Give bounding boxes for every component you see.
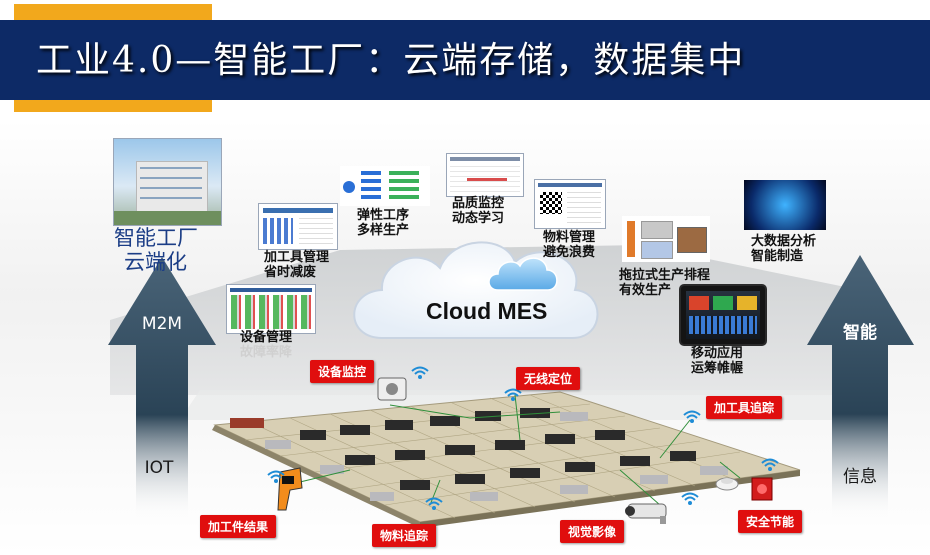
wifi-icon — [411, 366, 429, 379]
wifi-icon — [425, 497, 443, 510]
tag-tool-tracking: 加工具追踪 — [706, 396, 783, 419]
smart-factory-caption-line: 云端化 — [124, 250, 187, 274]
flex-label: 弹性工序多样生产 — [357, 208, 409, 238]
module-line: 拖拉式生产排程 — [619, 268, 711, 283]
intelligence-label: 智能 — [843, 323, 877, 343]
module-line: 弹性工序 — [357, 208, 410, 223]
tag-workpiece-result: 加工件结果 — [200, 515, 277, 538]
pull-label: 拖拉式生产排程有效生产 — [619, 268, 710, 298]
wifi-icon — [761, 458, 779, 471]
module-line: 避免浪费 — [543, 245, 596, 260]
tag-material-tracking: 物料追踪 — [372, 524, 437, 547]
module-line: 移动应用 — [691, 346, 744, 361]
alarm-icon — [751, 477, 773, 501]
left-arrow — [108, 257, 216, 520]
module-line: 物料管理 — [543, 230, 596, 245]
tablet-icon — [679, 284, 767, 346]
mobile-label: 移动应用运筹帷幄 — [691, 346, 743, 376]
module-line: 设备管理 — [240, 330, 293, 345]
brain-network-image — [744, 180, 826, 230]
pull-schedule-diagram — [622, 216, 710, 262]
tag-equipment-monitor: 设备监控 — [310, 360, 375, 383]
quality-screenshot — [446, 153, 524, 197]
tag-vision: 视觉影像 — [560, 520, 625, 543]
building-photo — [113, 138, 222, 226]
flex-process-screenshot — [340, 166, 430, 206]
quality-label: 品质监控动态学习 — [452, 196, 504, 226]
small-cloud-icon — [488, 257, 558, 291]
module-line: 大数据分析 — [751, 234, 817, 249]
module-line: 动态学习 — [452, 211, 505, 226]
module-line: 多样生产 — [357, 223, 410, 238]
equipment-label: 设备管理故障率降 — [240, 330, 292, 360]
module-line: 故障率降 — [240, 345, 293, 360]
tag-wireless-positioning: 无线定位 — [516, 367, 581, 390]
module-line: 运筹帷幄 — [691, 361, 744, 376]
wifi-icon — [504, 388, 522, 401]
camera-icon — [625, 503, 667, 524]
tooling-label: 加工具管理省时减废 — [264, 250, 329, 280]
right-arrow — [807, 255, 914, 520]
smart-factory-caption-line: 智能工厂 — [114, 226, 198, 250]
equipment-device-icon — [377, 377, 407, 401]
wifi-icon — [267, 470, 285, 483]
module-line: 智能制造 — [751, 249, 804, 264]
smoke-detector-icon — [715, 477, 739, 491]
smart-factory-caption: 智能工厂 云端化 — [114, 226, 198, 274]
module-line: 加工具管理 — [264, 250, 330, 265]
material-label: 物料管理避免浪费 — [543, 230, 595, 260]
tag-safety-energy: 安全节能 — [738, 510, 803, 533]
module-line: 品质监控 — [452, 196, 505, 211]
thermometer-gun-icon — [277, 467, 303, 511]
page-title: 工业4.0—智能工厂：云端存储，数据集中 — [36, 40, 746, 81]
module-line: 有效生产 — [619, 283, 672, 298]
information-label: 信息 — [843, 467, 877, 487]
module-line: 省时减废 — [264, 265, 317, 280]
tooling-screenshot — [258, 203, 338, 250]
material-screenshot — [534, 179, 606, 229]
iot-label: IOT — [144, 458, 174, 478]
bigdata-label: 大数据分析智能制造 — [751, 234, 816, 264]
equipment-screenshot — [226, 284, 316, 334]
wifi-icon — [681, 492, 699, 505]
m2m-label: M2M — [141, 314, 183, 334]
header-band — [0, 20, 930, 100]
factory-floor-image — [212, 391, 801, 528]
wifi-icon — [683, 410, 701, 423]
cloud-mes-label: Cloud MES — [426, 298, 548, 324]
